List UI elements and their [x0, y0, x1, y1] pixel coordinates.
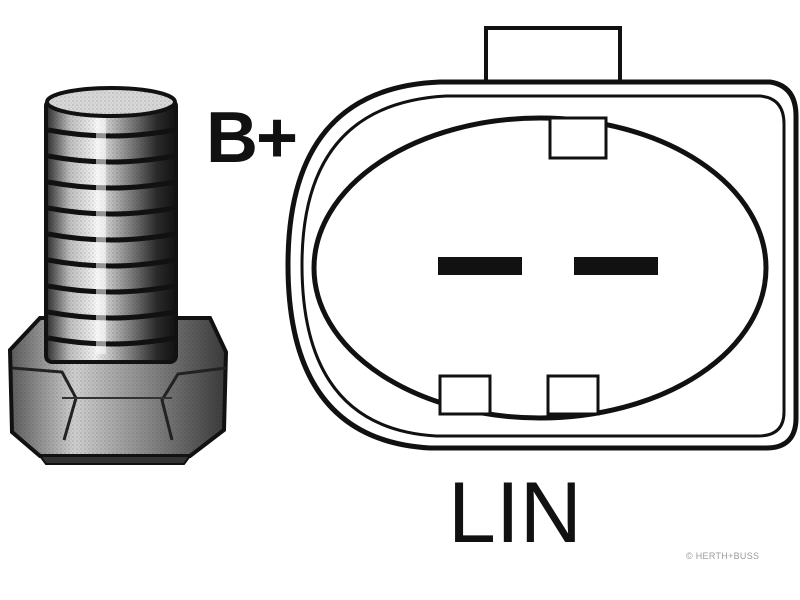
pin-left	[438, 257, 522, 275]
guide-left	[438, 374, 492, 416]
pin-right	[574, 257, 658, 275]
housing-rim	[300, 94, 786, 438]
latch-tab	[484, 26, 622, 88]
socket-opening	[311, 115, 769, 421]
stud-thread	[44, 86, 178, 364]
coding-key-top	[548, 116, 608, 160]
b-plus-label: B+	[206, 98, 298, 178]
connector-housing	[285, 26, 799, 451]
b-plus-stud	[7, 86, 229, 465]
lin-label: LIN	[448, 465, 582, 561]
brand-watermark: © HERTH+BUSS	[686, 551, 760, 561]
guide-right	[546, 374, 600, 416]
